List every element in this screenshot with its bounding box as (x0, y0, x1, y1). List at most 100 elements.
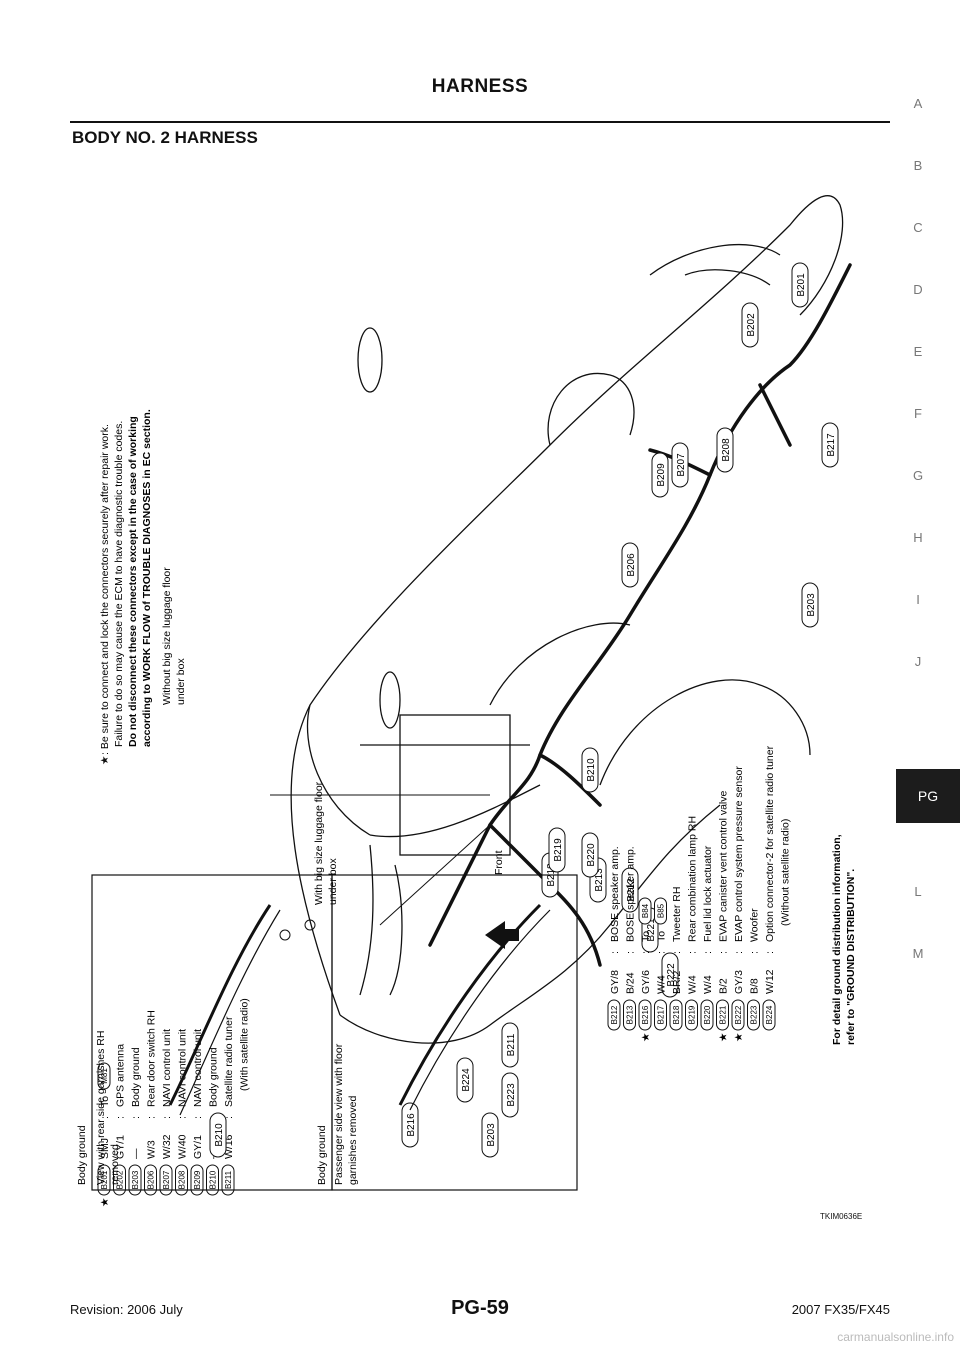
callout-b217: B217 (826, 433, 837, 457)
right-legend-desc-5: Rear combination lamp RH (687, 816, 699, 942)
right-legend-code-box-6 (700, 999, 714, 1031)
left-legend-colon-4: : (161, 1116, 173, 1119)
right-legend-code-5: B219 (688, 1005, 697, 1024)
inset1-title-line-1: View with rear side garnishes RH (95, 1031, 107, 1185)
side-index-d[interactable]: D (913, 282, 923, 297)
inset1-body-ground: Body ground (76, 1125, 88, 1185)
left-legend-desc-2: Body ground (130, 1047, 142, 1107)
left-legend-wire-3: W/3 (146, 1140, 158, 1159)
right-legend-wire-3: W/4 (656, 975, 668, 994)
without-box-line-1: Without big size luggage floor (161, 567, 173, 705)
side-index-b[interactable]: B (913, 158, 923, 173)
right-legend-extra: (Without satellite radio) (780, 819, 792, 926)
footer-revision: Revision: 2006 July (70, 1302, 183, 1317)
left-legend-code-6: B209 (193, 1170, 202, 1189)
vehicle-outline (290, 195, 844, 1044)
left-legend-code-box-1 (113, 1164, 126, 1196)
side-index-j[interactable]: J (914, 654, 922, 669)
left-legend-wire-2: — (130, 1148, 142, 1159)
left-legend-colon-1: : (115, 1116, 127, 1119)
callout-b221: B221 (646, 918, 657, 942)
right-legend-wire-7: B/2 (718, 978, 730, 994)
left-legend-colon-6: : (192, 1116, 204, 1119)
footer-model: 2007 FX35/FX45 (791, 1302, 890, 1317)
right-legend-code-2: B216 (641, 1005, 650, 1024)
right-legend-colon-3: : (656, 951, 668, 954)
right-legend-code-box-7 (716, 999, 729, 1031)
inset2-body-ground: Body ground (316, 1125, 328, 1185)
callout-b208: B208 (721, 438, 732, 462)
with-box-label: With big size luggage floor under box (313, 781, 339, 905)
harness-diagram: B201 B202 B203 B206 B207 B208 B209 B210 … (76, 195, 857, 1207)
right-legend-code-box-9 (747, 999, 760, 1031)
right-legend-code-0: B212 (610, 1005, 619, 1024)
note-line-4: according to WORK FLOW of TROUBLE DIAGNO… (141, 409, 153, 747)
left-legend-desc-6: NAVI control unit (192, 1029, 204, 1107)
callout-b209: B209 (656, 463, 667, 487)
right-legend-code-box-5 (685, 999, 698, 1031)
callout-b223: B223 (506, 1083, 517, 1107)
side-index-pg-active[interactable]: PG (896, 769, 960, 823)
right-legend-colon-4: : (671, 951, 683, 954)
figure-id: TKIM0636E (820, 1212, 863, 1221)
right-legend-desc-7: EVAP canister vent control valve (718, 790, 730, 942)
callout-b212: B212 (626, 878, 637, 902)
left-legend-desc-8: Satellite radio tuner (223, 1016, 235, 1107)
callout-b220: B220 (586, 843, 597, 867)
right-legend-wire-6: W/4 (702, 975, 714, 994)
connector-callouts: B201 B202 B203 B206 B207 B208 B209 B210 … (401, 262, 839, 1148)
callout-b224: B224 (461, 1068, 472, 1092)
right-legend-desc-1: BOSE speaker amp. (625, 846, 637, 942)
left-legend-ref-0: M81 (100, 1068, 109, 1084)
right-legend-colon-10: : (764, 951, 776, 954)
side-index-f[interactable]: F (914, 406, 922, 421)
left-legend-desc-0: To (99, 1096, 111, 1107)
right-legend-code-box-3 (654, 999, 667, 1031)
right-legend-code-8: B222 (734, 1005, 743, 1024)
right-legend-wire-0: GY/8 (609, 970, 621, 994)
inset1-title-line-2: removed (109, 1144, 121, 1185)
right-legend-star-7: ★ (718, 1033, 730, 1042)
side-index-g[interactable]: G (912, 468, 924, 483)
right-legend-wire-8: GY/3 (733, 970, 745, 994)
side-index-l[interactable]: L (914, 884, 922, 899)
left-legend-code-box-4 (159, 1164, 173, 1196)
right-legend-desc-10: Option connector-2 for satellite radio t… (764, 745, 776, 942)
side-index-h[interactable]: H (913, 530, 923, 545)
note-block: ★ : Be sure to connect and lock the conn… (99, 409, 153, 765)
left-legend-code-8: B211 (224, 1170, 233, 1189)
side-index-a[interactable]: A (913, 96, 923, 111)
note-line-2: Failure to do so may cause the ECM to ha… (113, 421, 125, 747)
side-index-i[interactable]: I (916, 592, 920, 607)
side-index-c[interactable]: C (913, 220, 923, 235)
left-legend-code-2: B203 (131, 1170, 140, 1189)
callout-b201: B201 (796, 273, 807, 297)
side-index-e[interactable]: E (913, 344, 923, 359)
left-legend-colon-3: : (146, 1116, 158, 1119)
footer-page-number: PG-59 (451, 1297, 509, 1319)
callout-b222: B222 (666, 963, 677, 987)
right-legend-desc-8: EVAP control system pressure sensor (733, 766, 745, 942)
right-legend-code-box-2 (638, 999, 652, 1031)
left-legend-code-box-7 (206, 1164, 219, 1196)
left-legend-code-box-3 (144, 1164, 157, 1196)
watermark: carmanualsonline.info (837, 1330, 954, 1344)
right-legend-colon-8: : (733, 951, 745, 954)
right-legend-desc-9: Woofer (749, 908, 761, 942)
front-arrow-icon (485, 921, 519, 949)
inset2-title-line-2: garnishes removed (347, 1096, 359, 1185)
left-legend-wire-5: W/40 (177, 1134, 189, 1159)
right-legend-code-3: B217 (657, 1005, 666, 1024)
left-legend-colon-8: : (223, 1116, 235, 1119)
right-legend-desc-6: Fuel lid lock actuator (702, 845, 714, 942)
left-legend-wire-4: W/32 (161, 1134, 173, 1159)
callout-b207: B207 (676, 453, 687, 477)
side-index-m[interactable]: M (912, 946, 924, 961)
inset2-callout: B203 (486, 1123, 497, 1147)
right-legend-code-6: B220 (703, 1005, 712, 1024)
right-legend-code-box-1 (623, 999, 636, 1031)
with-box-line-2: under box (327, 858, 339, 905)
callout-b202: B202 (746, 313, 757, 337)
left-legend-colon-5: : (177, 1116, 189, 1119)
